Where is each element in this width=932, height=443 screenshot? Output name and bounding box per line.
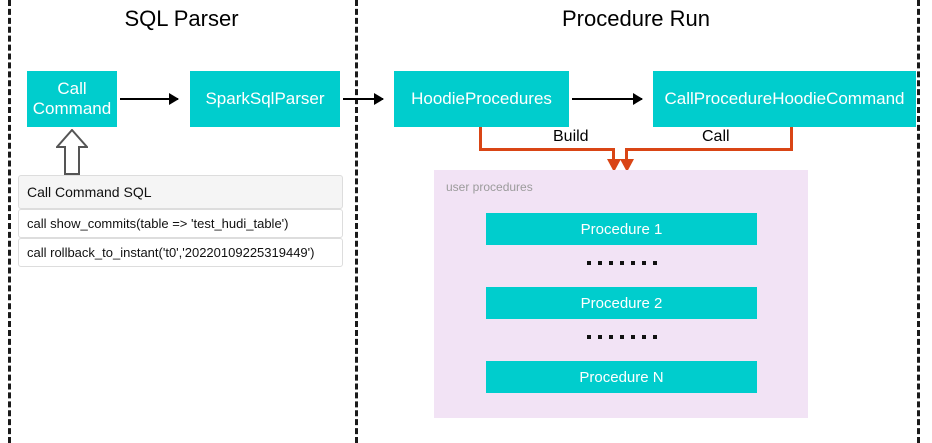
- build-edge-segment-horizontal: [479, 148, 615, 151]
- ellipsis-dot-icon: [586, 335, 591, 339]
- ellipsis-dot-icon: [641, 335, 646, 339]
- node-call-command-line2: Command: [32, 99, 112, 118]
- node-call-command[interactable]: Call Command: [27, 71, 117, 127]
- ellipsis-dot-icon: [597, 261, 602, 265]
- arrow-call-command-to-spark-sql-parser: [120, 93, 179, 105]
- node-hoodie-procedures[interactable]: HoodieProcedures: [394, 71, 569, 127]
- section-divider-left: [8, 0, 11, 443]
- arrow-hoodie-procedures-to-call-procedure-hoodie-command: [572, 93, 643, 105]
- section-divider-middle: [355, 0, 358, 443]
- arrow-spark-sql-parser-to-hoodie-procedures: [343, 93, 384, 105]
- build-edge-segment-drop: [612, 148, 615, 162]
- ellipsis-dot-icon: [619, 261, 624, 265]
- ellipsis-dot-icon: [652, 261, 657, 265]
- ellipsis-dot-icon: [641, 261, 646, 265]
- call-edge-segment-vertical: [790, 127, 793, 151]
- procedure-box[interactable]: Procedure 2: [486, 287, 757, 319]
- ellipsis-dot-icon: [630, 335, 635, 339]
- ellipsis-dot-icon: [619, 335, 624, 339]
- procedure-ellipsis: [486, 325, 757, 349]
- ellipsis-dot-icon: [630, 261, 635, 265]
- node-call-command-label: Call Command: [33, 79, 111, 118]
- procedure-box[interactable]: Procedure N: [486, 361, 757, 393]
- ellipsis-dot-icon: [597, 335, 602, 339]
- ellipsis-dot-icon: [586, 261, 591, 265]
- sql-table-row: call show_commits(table => 'test_hudi_ta…: [18, 209, 343, 238]
- call-edge-arrowhead: [620, 159, 634, 172]
- build-edge-arrowhead: [607, 159, 621, 172]
- edge-label-call: Call: [697, 128, 735, 146]
- edge-label-build: Build: [548, 128, 594, 146]
- node-spark-sql-parser[interactable]: SparkSqlParser: [190, 71, 340, 127]
- node-call-procedure-hoodie-command[interactable]: CallProcedureHoodieCommand: [653, 71, 916, 127]
- section-divider-right: [917, 0, 920, 443]
- ellipsis-dot-icon: [652, 335, 657, 339]
- sql-table-header: Call Command SQL: [18, 175, 343, 209]
- user-procedures-panel-label: user procedures: [446, 180, 533, 194]
- section-title-sql-parser: SQL Parser: [124, 6, 239, 31]
- call-edge-segment-horizontal: [625, 148, 793, 151]
- call-command-sql-table: Call Command SQL call show_commits(table…: [18, 175, 343, 267]
- build-edge-segment-vertical: [479, 127, 482, 151]
- sql-table-row: call rollback_to_instant('t0','202201092…: [18, 238, 343, 267]
- user-procedures-panel: user procedures Procedure 1 Procedure 2 …: [434, 170, 808, 418]
- ellipsis-dot-icon: [608, 335, 613, 339]
- section-title-procedure-run: Procedure Run: [562, 6, 710, 31]
- call-edge-segment-drop: [625, 148, 628, 162]
- procedure-ellipsis: [486, 251, 757, 275]
- ellipsis-dot-icon: [608, 261, 613, 265]
- procedure-box[interactable]: Procedure 1: [486, 213, 757, 245]
- hollow-up-arrow-icon: [56, 129, 88, 175]
- node-call-command-line1: Call: [57, 79, 87, 99]
